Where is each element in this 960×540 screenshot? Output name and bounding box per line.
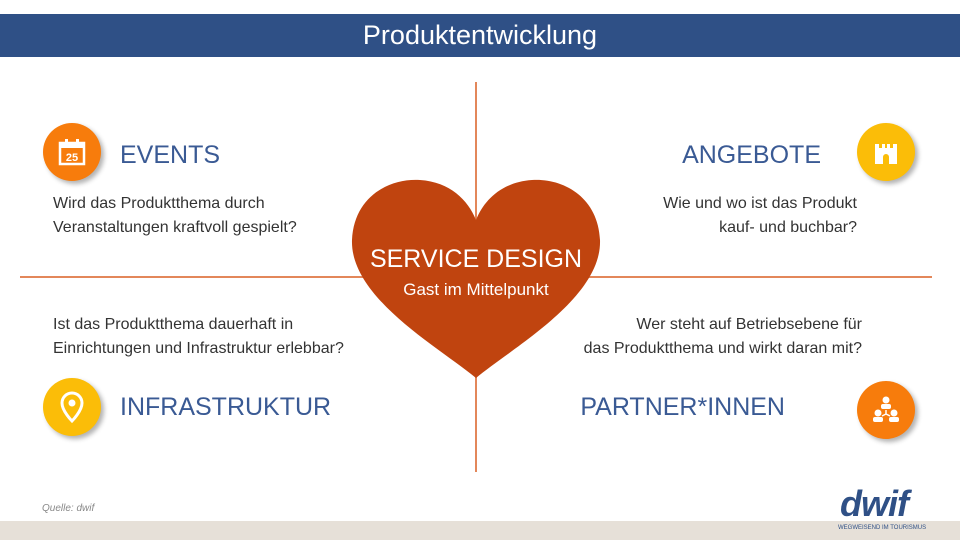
calendar-icon: 25 (43, 123, 101, 181)
infrastruktur-question-line-1: Ist das Produktthema dauerhaft in (53, 316, 294, 333)
angebote-title: ANGEBOTE (682, 141, 821, 169)
partner-question: Wer steht auf Betriebsebene für das Prod… (584, 313, 862, 361)
events-question-line-2: Veranstaltungen kraftvoll gespielt? (53, 219, 297, 236)
network-people-icon (857, 381, 915, 439)
events-question: Wird das Produktthema durch Veranstaltun… (53, 192, 297, 240)
events-question-line-1: Wird das Produktthema durch (53, 195, 265, 212)
heart-shape (351, 179, 601, 378)
angebote-question-line-2: kauf- und buchbar? (719, 219, 857, 236)
infrastruktur-question: Ist das Produktthema dauerhaft in Einric… (53, 313, 344, 361)
center-subtitle: Gast im Mittelpunkt (403, 280, 549, 299)
page-title: Produktentwicklung (0, 14, 960, 57)
partner-question-line-1: Wer steht auf Betriebsebene für (636, 316, 862, 333)
partner-title: PARTNER*INNEN (580, 393, 785, 421)
angebote-question-line-1: Wie und wo ist das Produkt (663, 195, 857, 212)
angebote-question: Wie und wo ist das Produkt kauf- und buc… (663, 192, 857, 240)
dwif-logo: dwif (840, 483, 909, 524)
source-note: Quelle: dwif (42, 503, 95, 514)
center-title: SERVICE DESIGN (369, 245, 583, 273)
castle-icon (857, 123, 915, 181)
infrastruktur-question-line-2: Einrichtungen und Infrastruktur erlebbar… (53, 340, 344, 357)
logo-tagline: WEGWEISEND IM TOURISMUS (838, 525, 927, 531)
footer-band (0, 521, 960, 540)
infrastruktur-title: INFRASTRUKTUR (120, 393, 332, 421)
events-title: EVENTS (120, 141, 221, 169)
map-pin-icon (43, 378, 101, 436)
partner-question-line-2: das Produktthema und wirkt daran mit? (583, 340, 862, 357)
calendar-day: 25 (66, 152, 78, 164)
